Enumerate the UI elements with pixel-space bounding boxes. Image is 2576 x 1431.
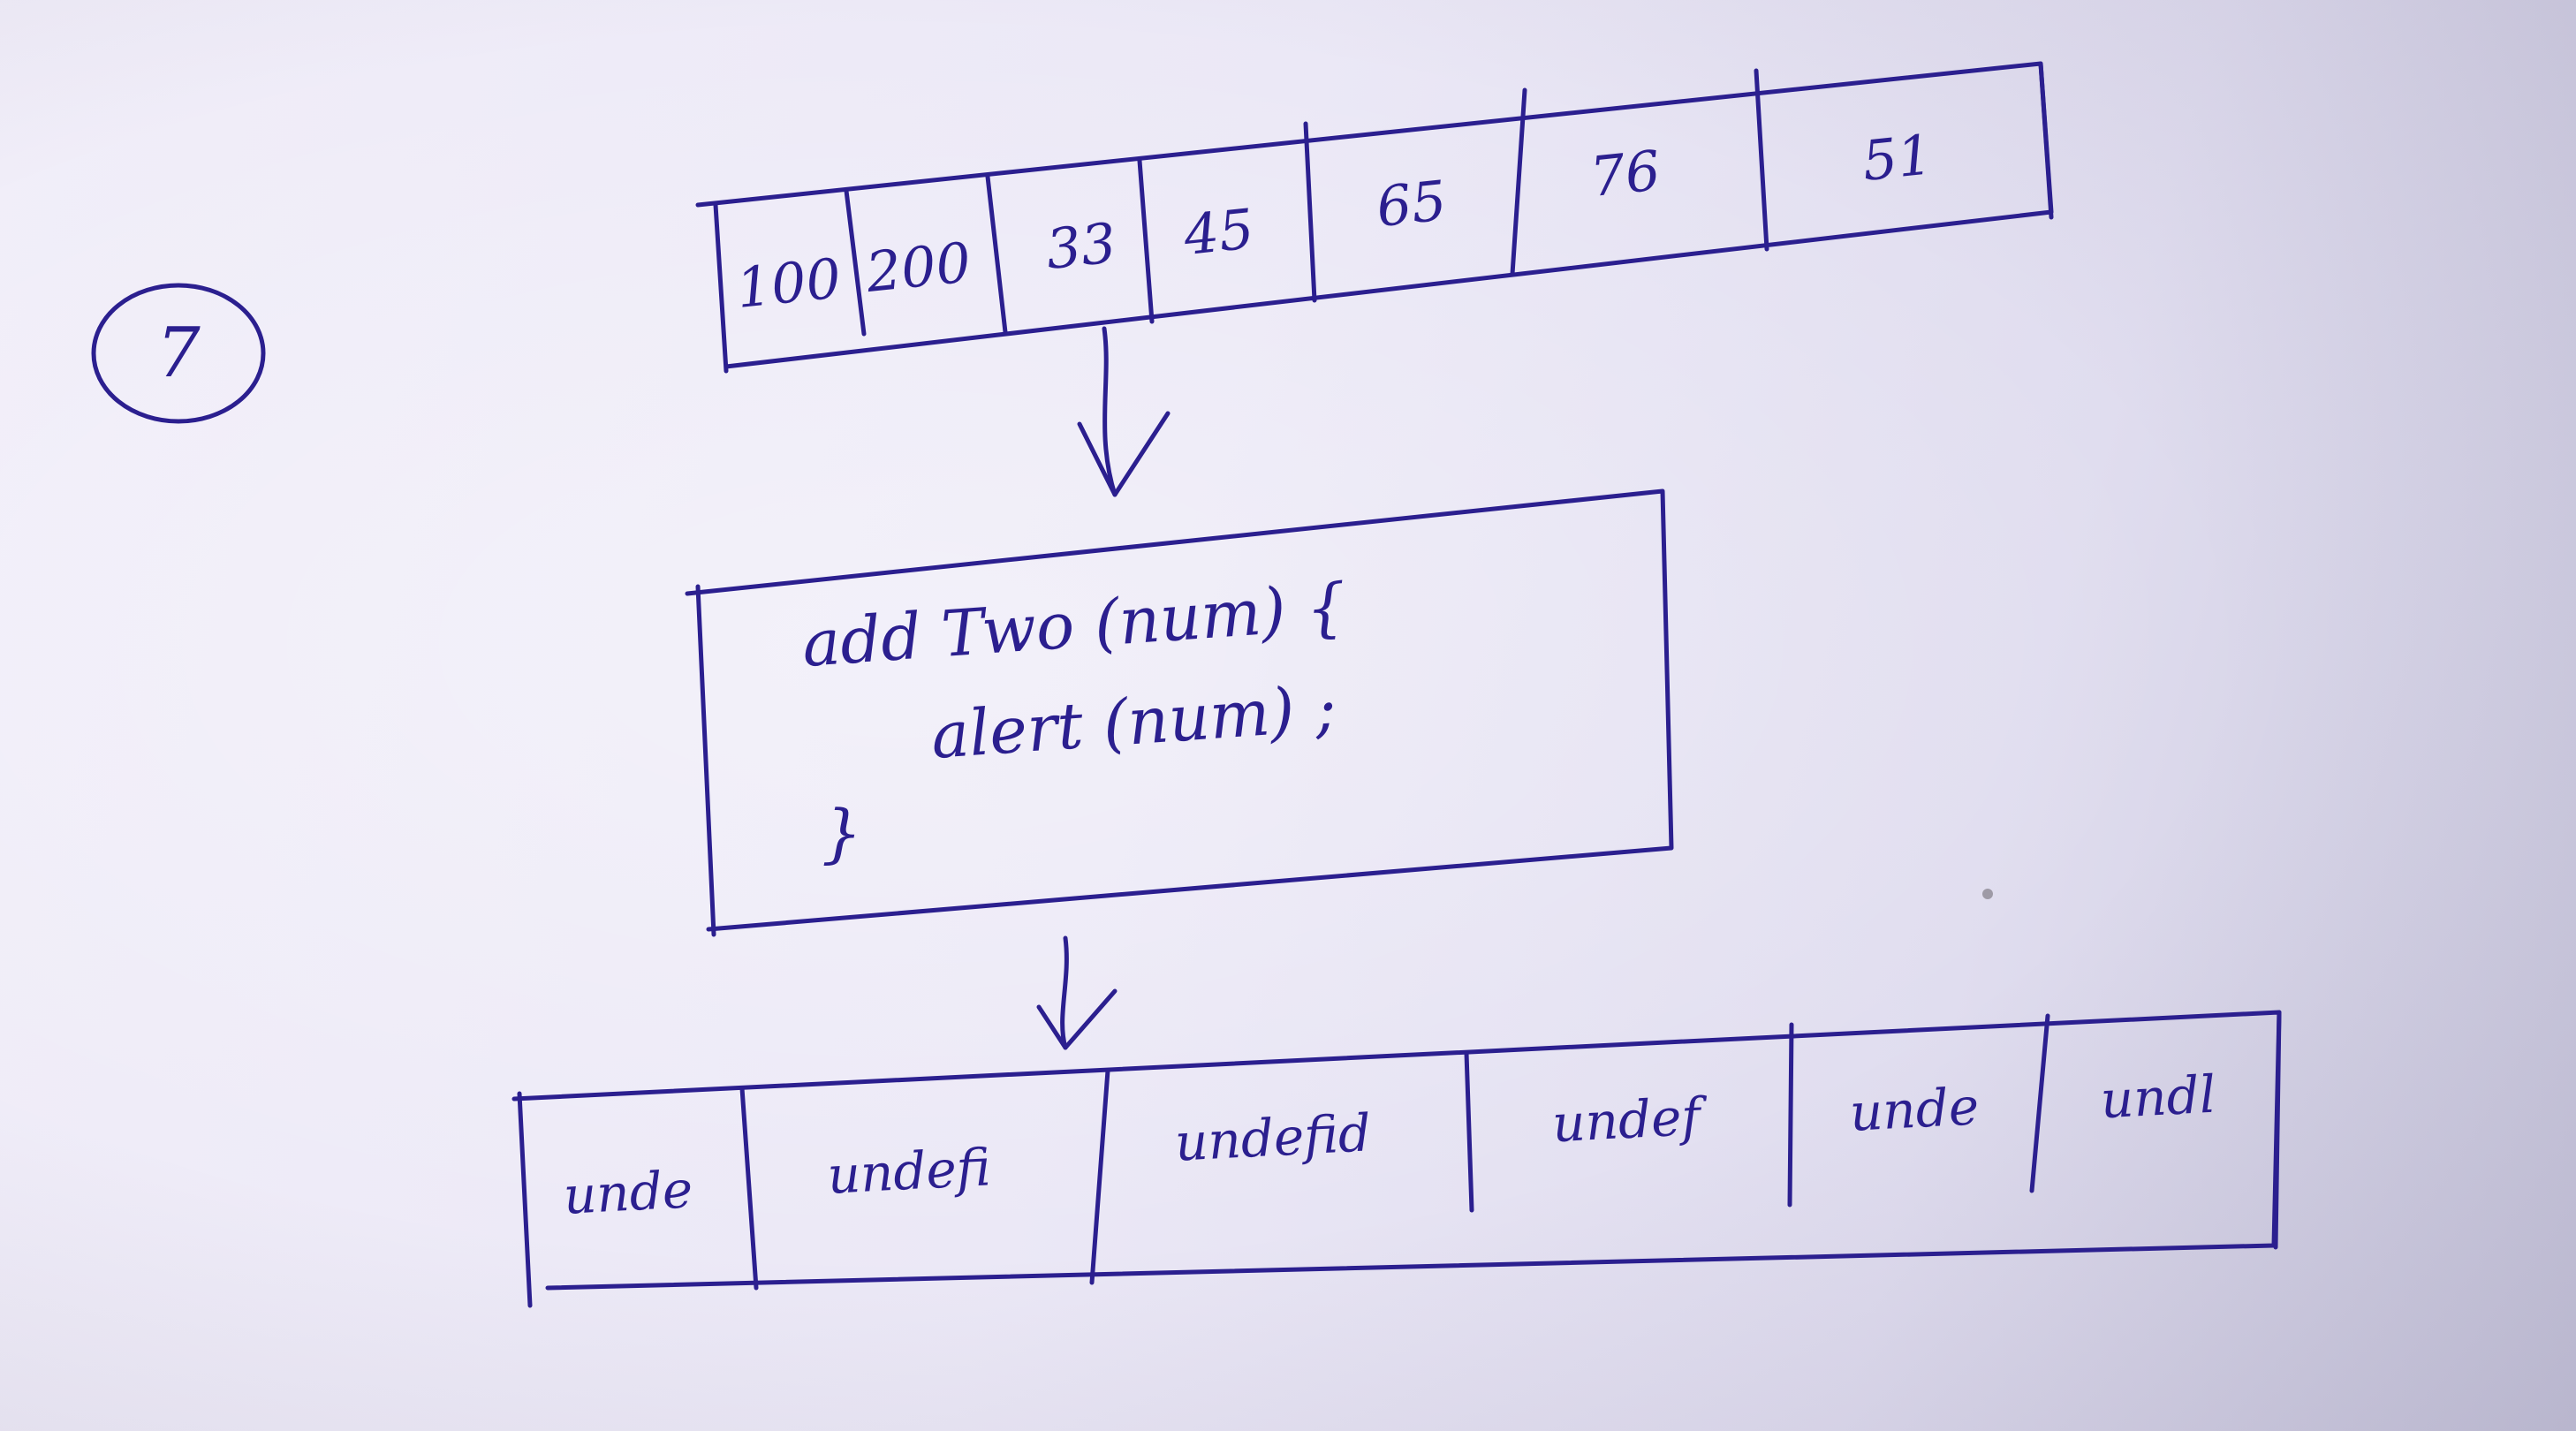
input-divider-1 <box>844 188 867 337</box>
output-divider-2 <box>1089 1068 1110 1285</box>
arrow-down-icon-2 <box>1036 935 1118 1050</box>
output-array-outline <box>511 1010 2282 1291</box>
input-cell-5: 65 <box>1374 168 1450 239</box>
function-signature: add Two (num) { <box>799 569 1349 681</box>
input-cell-3: 33 <box>1043 210 1119 282</box>
input-divider-5 <box>1510 87 1527 276</box>
arrow-shaft-1 <box>1102 326 1118 497</box>
arrow-down-icon <box>1077 326 1171 497</box>
input-divider-6 <box>1754 68 1769 252</box>
question-number: 7 <box>156 314 201 393</box>
input-cell-1: 100 <box>733 246 844 321</box>
output-array-right <box>2273 1010 2282 1250</box>
function-closing-brace: } <box>822 796 862 870</box>
function-box-top-right-bottom <box>685 488 1674 932</box>
input-cell-7: 51 <box>1860 122 1936 193</box>
input-array-outline-left <box>713 202 729 374</box>
output-cell-2: undefi <box>826 1137 992 1206</box>
output-cell-6: undl <box>2099 1064 2217 1131</box>
output-cell-3: undefid <box>1173 1102 1372 1173</box>
arrow-shaft-2 <box>1060 935 1069 1050</box>
output-divider-1 <box>739 1086 759 1291</box>
input-cell-4: 45 <box>1180 196 1257 268</box>
output-divider-5 <box>2029 1013 2050 1193</box>
input-array-outline-right <box>2038 61 2054 220</box>
question-number-badge: 7 <box>91 283 266 424</box>
output-cell-4: undef <box>1550 1086 1709 1154</box>
function-box: add Two (num) { alert (num) ; } <box>685 488 1674 937</box>
output-cell-1: unde <box>562 1159 694 1226</box>
arrow-head-1 <box>1077 411 1171 497</box>
output-divider-4 <box>1787 1022 1794 1208</box>
input-cell-6: 76 <box>1587 138 1663 209</box>
input-cell-2: 200 <box>862 230 974 305</box>
question-circle <box>91 283 266 424</box>
output-array-left <box>517 1091 533 1308</box>
input-array-outline-top <box>695 61 2054 369</box>
output-array: unde undefi undefid undef unde undl <box>511 1010 2282 1308</box>
output-divider-3 <box>1464 1050 1474 1213</box>
input-divider-4 <box>1303 121 1317 303</box>
input-divider-2 <box>985 174 1008 335</box>
arrow-head-2 <box>1036 988 1118 1050</box>
input-divider-3 <box>1137 158 1155 324</box>
function-box-left <box>695 584 716 937</box>
function-body: alert (num) ; <box>928 670 1338 773</box>
output-cell-5: unde <box>1848 1076 1981 1143</box>
paper-speck <box>1982 889 1993 899</box>
input-array: 100 200 33 45 65 76 51 <box>695 61 2054 374</box>
